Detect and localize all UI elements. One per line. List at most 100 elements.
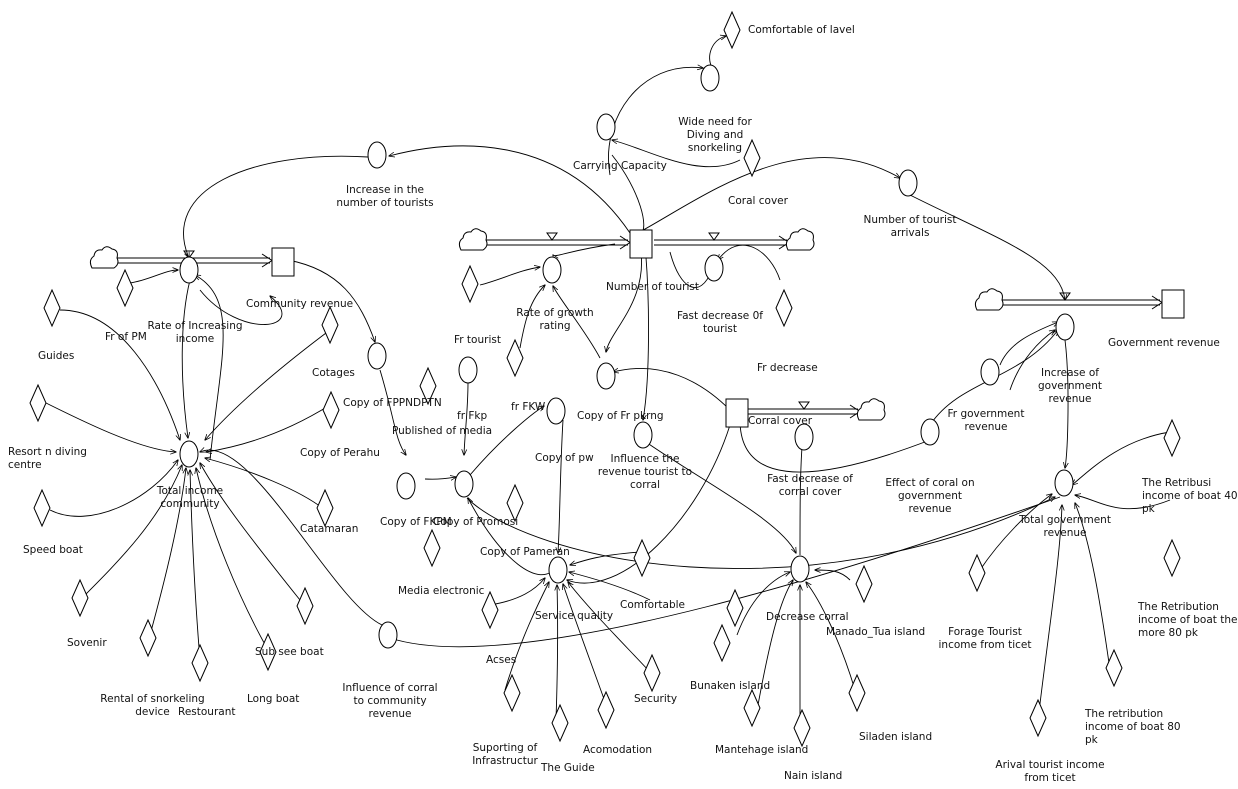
aux-decrease-corral — [790, 555, 810, 583]
label-service-quality: Service quality — [535, 610, 614, 622]
aux-fr-fkp — [458, 356, 478, 384]
stock-government-revenue — [1161, 289, 1185, 319]
clouds — [89, 228, 1004, 421]
label-fr-of-pm: Fr of PM — [105, 331, 147, 343]
label-speed-boat: Speed boat — [23, 544, 83, 556]
const-copy-of-pameran — [506, 483, 524, 523]
const-retribusi-40 — [1163, 418, 1181, 458]
aux-total-government-revenue — [1054, 469, 1074, 497]
label-fr-tourist: Fr tourist — [454, 334, 501, 346]
label-coral-cover: Coral cover — [728, 195, 788, 207]
const-restourant — [191, 643, 209, 683]
label-copy-of-perahu: Copy of Perahu — [300, 447, 380, 459]
const-retribution-80 — [1105, 648, 1123, 688]
aux-copy-of-fppndptn — [367, 342, 387, 370]
const-fr-of-pm — [116, 268, 134, 308]
const-the-guide — [551, 703, 569, 743]
stock-community-revenue — [271, 247, 295, 277]
label-manado-tua-island: Manado_Tua island — [826, 626, 926, 638]
label-acomodation: Acomodation — [583, 744, 653, 756]
auxiliary-circles — [179, 64, 1075, 649]
const-sovenir — [71, 578, 89, 618]
label-fr-fkw: fr FKW — [511, 401, 546, 413]
aux-wide-need-for-diving — [700, 64, 720, 92]
label-restourant: Restourant — [178, 706, 236, 718]
aux-fr-government-revenue — [980, 358, 1000, 386]
flow-increase-of-government-revenue — [1055, 313, 1075, 341]
aux-carrying-capacity — [596, 113, 616, 141]
const-arival-tourist-income — [1029, 698, 1047, 738]
label-copy-of-pameran: Copy of Pameran — [480, 546, 570, 558]
const-acses — [481, 590, 499, 630]
label-government-revenue: Government revenue — [1108, 337, 1220, 349]
stock-corral-cover — [725, 398, 749, 428]
const-catamaran — [316, 488, 334, 528]
const-media-electronic — [423, 528, 441, 568]
aux-effect-of-coral-on-government-revenue — [920, 418, 940, 446]
const-rental-snorkeling — [139, 618, 157, 658]
const-decrease-corral-left — [726, 588, 744, 628]
const-retribution-more-80 — [1163, 538, 1181, 578]
const-manado-tua-island — [855, 564, 873, 604]
label-copy-of-promosi: Copy of Promosi — [433, 516, 519, 528]
aux-service-quality — [548, 556, 568, 584]
const-coral-cover-diamond — [743, 138, 761, 178]
const-forage-tourist-income — [968, 553, 986, 593]
const-speed-boat — [33, 488, 51, 528]
const-rate-growth-diamond — [506, 338, 524, 378]
label-security: Security — [634, 693, 678, 705]
label-comfortable-of-lavel: Comfortable of lavel — [748, 24, 855, 36]
label-cotages: Cotages — [312, 367, 355, 379]
label-catamaran: Catamaran — [300, 523, 359, 535]
label-copy-of-pw: Copy of pw — [535, 452, 594, 464]
aux-number-of-tourist-arrivals — [898, 169, 918, 197]
label-fr-fkp: fr Fkp — [457, 410, 488, 422]
label-acses: Acses — [486, 654, 517, 666]
const-fr-fkp-diamond — [461, 264, 479, 304]
label-the-guide: The Guide — [541, 762, 595, 774]
flow-fast-decrease-of-tourist — [704, 254, 724, 282]
label-nain-island: Nain island — [784, 770, 843, 782]
flow-fast-decrease-of-corral-cover — [794, 423, 814, 451]
const-suporting-of-infrastructur — [503, 673, 521, 713]
stock-number-of-tourist — [629, 229, 653, 259]
aux-increase-in-number-of-tourists — [367, 141, 387, 169]
const-cotages — [321, 305, 339, 345]
label-copy-of-fr-pkrng: Copy of Fr pkrng — [577, 410, 664, 422]
const-bunaken-island — [713, 623, 731, 663]
aux-total-income-community — [179, 440, 199, 468]
valves — [183, 232, 1071, 410]
const-siladen-island — [848, 673, 866, 713]
constant-diamonds — [29, 10, 1181, 748]
const-long-boat — [259, 632, 277, 672]
aux-influence-revenue-tourist-to-corral — [633, 421, 653, 449]
label-community-revenue: Community revenue — [246, 298, 354, 310]
label-published-of-media: Published of media — [392, 425, 493, 437]
const-nain-island — [793, 708, 811, 748]
const-mantehage-island — [743, 688, 761, 728]
const-guides — [43, 288, 61, 328]
const-published-of-media — [419, 366, 437, 406]
const-copy-of-perahu — [322, 390, 340, 430]
label-number-of-tourist: Number of tourist — [606, 281, 699, 293]
label-media-electronic: Media electronic — [398, 585, 485, 597]
aux-copy-of-promosi — [454, 470, 474, 498]
label-carrying-capacity: Carrying Capacity — [573, 160, 667, 172]
stocks — [271, 229, 1185, 428]
label-decrease-corral: Decrease corral — [766, 611, 849, 623]
